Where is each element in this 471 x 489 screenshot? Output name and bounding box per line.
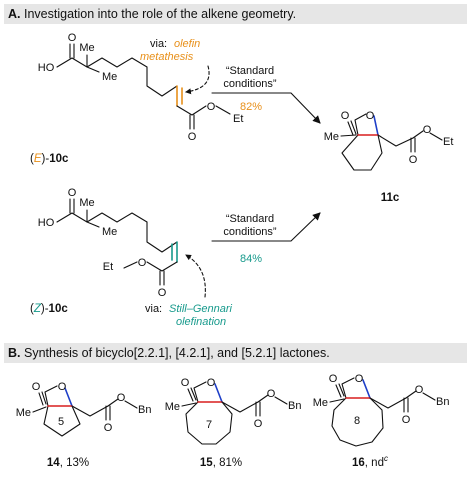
label-16: 16, ndc	[352, 454, 388, 469]
atom-o-16-ester: O	[415, 384, 424, 396]
atom-o-14-ring: O	[58, 381, 67, 393]
atom-o-e-ester: O	[207, 101, 216, 113]
label-e-10c: (E)-10c	[30, 153, 69, 165]
atom-o-11c-ester: O	[423, 124, 432, 136]
atom-me-15: Me	[165, 401, 180, 413]
conditions-z-line1: “Standard	[226, 213, 274, 225]
via-z-dashed-arrow	[185, 254, 206, 298]
via-e-method-line2: metathesis	[140, 51, 194, 63]
atom-o-e-carbonyl: O	[188, 131, 197, 143]
atom-bn-14: Bn	[138, 404, 151, 416]
molecule-e-10c: HO O Me Me O O Et	[38, 32, 244, 143]
molecule-14: O O Me O O Bn 5	[16, 381, 151, 437]
atom-o-z-ester: O	[138, 257, 147, 269]
atom-o-11c-ring: O	[366, 110, 375, 122]
ring-size-14: 5	[58, 416, 64, 428]
via-e-prefix: via:	[150, 38, 167, 50]
via-e-dashed-arrow	[185, 65, 210, 95]
reaction-arrow-e	[211, 92, 321, 124]
ring-size-16: 8	[354, 415, 360, 427]
atom-o-z-carbonyl: O	[158, 287, 167, 299]
atom-bn-16: Bn	[436, 396, 449, 408]
atom-et-e: Et	[233, 113, 243, 125]
label-14: 14, 13%	[47, 457, 89, 469]
atom-o-15-ester: O	[267, 388, 276, 400]
atom-me-z-2: Me	[102, 226, 117, 238]
via-z-method-line1: Still–Gennari	[169, 303, 233, 315]
section-a-banner: A. Investigation into the role of the al…	[4, 4, 467, 24]
atom-o-z-acid: O	[68, 187, 77, 199]
atom-me-11c: Me	[324, 131, 339, 143]
atom-o-15-carbonyl: O	[181, 377, 190, 389]
atom-et-11c: Et	[443, 136, 453, 148]
section-a-title: Investigation into the role of the alken…	[23, 7, 297, 21]
atom-o-15-ring: O	[207, 377, 216, 389]
section-a-letter: A.	[8, 7, 21, 21]
atom-ho-e: HO	[38, 62, 55, 74]
atom-ho-z: HO	[38, 217, 55, 229]
label-z-10c: (Z)-10c	[30, 303, 68, 315]
via-e-method-line1: olefin	[174, 38, 200, 50]
atom-o-14-carbonyl: O	[32, 381, 41, 393]
atom-o-14-ester: O	[117, 392, 126, 404]
atom-o-11c-ester-c: O	[409, 154, 418, 166]
conditions-e-line2: conditions”	[223, 78, 277, 90]
conditions-z-line2: conditions”	[223, 226, 277, 238]
atom-me-e-2: Me	[102, 71, 117, 83]
atom-o-16-carbonyl: O	[329, 373, 338, 385]
reaction-arrow-z	[211, 212, 321, 242]
atom-et-z: Et	[103, 261, 113, 273]
atom-o-11c-carbonyl: O	[341, 110, 350, 122]
via-z-method-line2: olefination	[176, 316, 226, 328]
atom-o-14-ester-c: O	[104, 422, 113, 434]
section-b-letter: B.	[8, 346, 21, 360]
yield-z: 84%	[240, 253, 262, 265]
atom-me-14: Me	[16, 407, 31, 419]
label-11c: 11c	[381, 192, 400, 204]
atom-me-z-1: Me	[79, 197, 94, 209]
atom-bn-15: Bn	[288, 400, 301, 412]
atom-o-15-ester-c: O	[254, 418, 263, 430]
section-b-banner: B. Synthesis of bicyclo[2.2.1], [4.2.1],…	[4, 343, 467, 363]
via-z-prefix: via:	[145, 303, 162, 315]
yield-e: 82%	[240, 101, 262, 113]
atom-me-16: Me	[313, 397, 328, 409]
atom-o-e-acid: O	[68, 32, 77, 44]
atom-o-16-ring: O	[355, 373, 364, 385]
molecule-z-10c: HO O Me Me O O Et	[38, 187, 178, 299]
label-15: 15, 81%	[200, 457, 242, 469]
molecule-16: O O Me O O Bn 8	[313, 373, 449, 447]
atom-o-16-ester-c: O	[402, 414, 411, 426]
conditions-e-line1: “Standard	[226, 65, 274, 77]
atom-me-e-1: Me	[79, 42, 94, 54]
ring-size-15: 7	[206, 419, 212, 431]
section-b-title: Synthesis of bicyclo[2.2.1], [4.2.1], an…	[23, 346, 330, 360]
molecule-15: O O Me O O Bn 7	[165, 377, 301, 445]
molecule-11c: O O Me O O Et	[324, 110, 453, 171]
